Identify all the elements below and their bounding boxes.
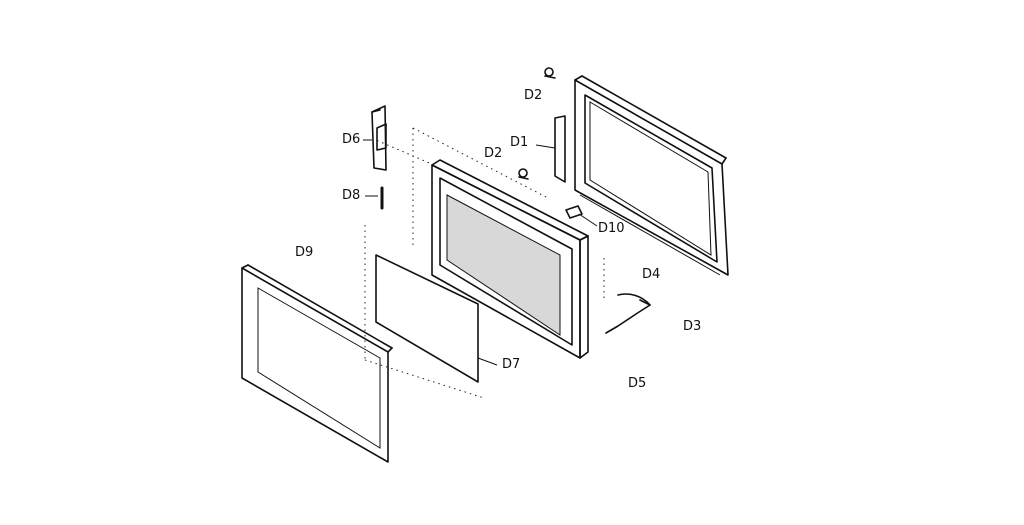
- part-inner-panel: [431, 159, 589, 359]
- part-d1-strip: [554, 115, 566, 183]
- label-d2-mid: D2: [484, 146, 503, 161]
- label-d2-top: D2: [524, 88, 543, 103]
- label-d4: D4: [642, 267, 661, 282]
- label-d10: D10: [598, 221, 625, 236]
- assembly-guide-lines: [364, 127, 605, 399]
- part-d10-clip: [565, 205, 583, 219]
- part-d6-hinge: [371, 105, 387, 171]
- label-d8: D8: [342, 188, 361, 203]
- label-d6: D6: [342, 132, 361, 147]
- part-d7-glass: [375, 254, 479, 383]
- label-d9: D9: [295, 245, 314, 260]
- part-d3-latch: [605, 293, 651, 334]
- label-d3: D3: [683, 319, 702, 334]
- label-d5: D5: [628, 376, 647, 391]
- label-d7: D7: [502, 357, 521, 372]
- part-d4-door-frame: [574, 75, 729, 276]
- part-d9-front-panel: [241, 264, 393, 463]
- part-d2-screw-top: [544, 67, 556, 79]
- label-d1: D1: [510, 135, 529, 150]
- part-d2-screw-mid: [518, 168, 529, 180]
